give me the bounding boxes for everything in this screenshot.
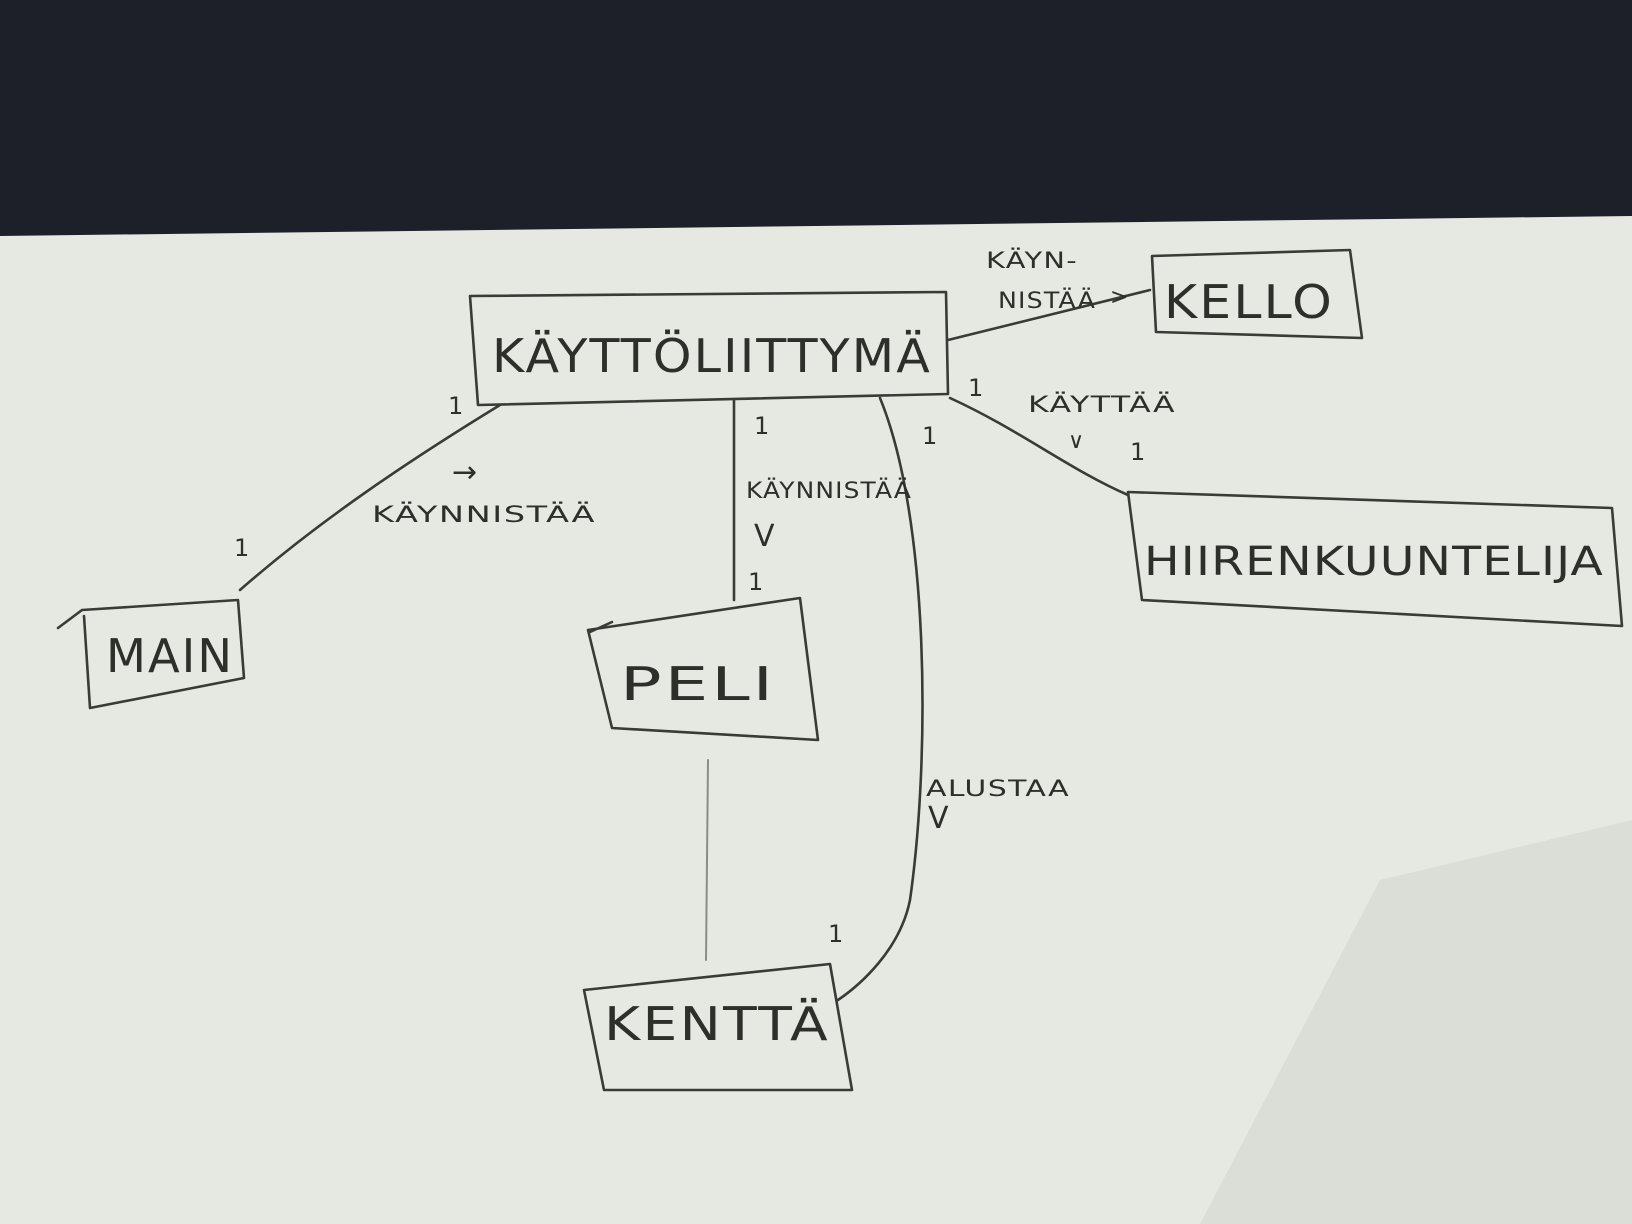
edge-main-ui-mult-ui: 1 [448,392,463,420]
edge-ui-peli-mult-peli: 1 [748,568,763,596]
box-hiirenkuuntelija-label: HIIRENKUUNTELIJA [1144,539,1604,585]
edge-ui-kentta-mult-kentta: 1 [828,920,843,948]
edge-ui-hiiri-arrow: ∨ [1068,429,1085,454]
edge-main-to-ui [238,403,502,592]
box-peli-label: PELI [620,657,776,711]
box-kello-label: KELLO [1164,275,1334,329]
box-kentta: KENTTÄ [582,962,854,1092]
box-kayttoliittyma-label: KÄYTTÖLIITTYMÄ [492,329,932,383]
box-main: MAIN [56,598,246,710]
edge-ui-to-kello [946,288,1152,342]
box-hiirenkuuntelija: HIIRENKUUNTELIJA [1126,490,1624,628]
edge-ui-to-kentta [836,396,924,1002]
box-kentta-label: KENTTÄ [604,997,830,1051]
edge-peli-to-kentta [705,759,709,961]
edge-ui-peli-mult-ui: 1 [754,412,769,440]
edge-ui-hiiri-mult-hiiri: 1 [1130,438,1145,466]
edge-main-ui-arrow: → [452,455,477,490]
edge-ui-kello-label-1: KÄYN- [986,248,1078,274]
edge-ui-peli-label: KÄYNNISTÄÄ [746,478,912,504]
edge-ui-kentta-mult-ui: 1 [922,422,937,450]
edge-ui-hiiri-mult-ui: 1 [968,374,983,402]
edge-ui-kentta-arrow: V [928,801,949,836]
paper-shadow [1200,820,1632,1224]
edge-ui-peli-arrow: V [754,519,775,554]
edge-ui-hiiri-label: KÄYTTÄÄ [1028,392,1176,418]
edge-main-ui-label: KÄYNNISTÄÄ [372,502,596,528]
edge-main-ui-mult-main: 1 [234,534,249,562]
box-kayttoliittyma: KÄYTTÖLIITTYMÄ [468,290,950,407]
edge-ui-kello-arrow: > [1110,285,1129,310]
box-peli: PELI [586,596,820,742]
box-kello: KELLO [1150,248,1364,340]
edge-ui-kentta-label: ALUSTAA [926,777,1070,802]
edge-ui-kello-label-2: NISTÄÄ [998,288,1096,314]
box-main-label: MAIN [106,629,234,683]
edge-ui-to-hiiri [948,396,1130,497]
